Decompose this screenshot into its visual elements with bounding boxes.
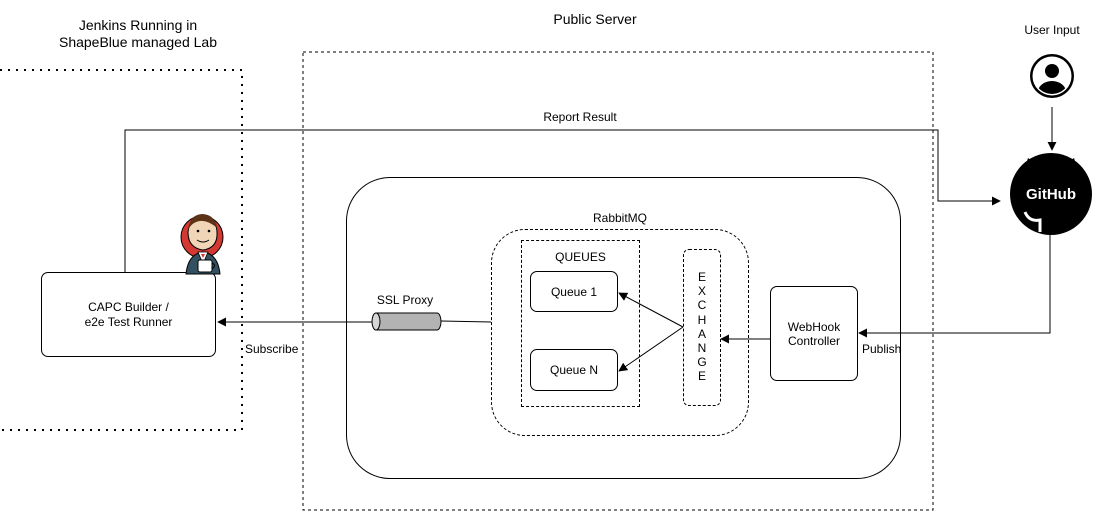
exchange-to-queue1-connector [618, 292, 684, 328]
exchange-letter: E [697, 369, 706, 384]
github-logo-text: GitHub [1026, 186, 1076, 203]
ssl-proxy-cylinder-icon [371, 312, 442, 331]
jenkins-zone-title: Jenkins Running in ShapeBlue managed Lab [58, 17, 218, 50]
public-server-border [302, 51, 934, 511]
exchange-letter: N [697, 341, 707, 356]
report-result-connector [124, 129, 1001, 272]
ssl-proxy-label: SSL Proxy [376, 293, 434, 307]
public-server-title: Public Server [553, 11, 637, 27]
queues-label: QUEUES [555, 250, 606, 264]
builder-label-line1: CAPC Builder / [88, 299, 169, 314]
exchange-letter: H [697, 312, 707, 327]
queue-n-box: Queue N [530, 349, 618, 391]
webhook-label-line1: WebHook [787, 319, 841, 334]
exchange-to-queuen-connector [618, 326, 684, 372]
exchange-letter: C [697, 298, 707, 313]
rabbitmq-group [491, 229, 749, 436]
exchange-letter: G [697, 355, 707, 370]
service-container [346, 177, 901, 479]
queue-1-box: Queue 1 [530, 271, 618, 312]
exchange-letter: X [697, 284, 706, 299]
github-octocat-icon: GitHub [1010, 153, 1092, 235]
rabbitmq-to-proxy-connector [440, 320, 492, 323]
rabbitmq-label: RabbitMQ [592, 211, 648, 225]
capc-builder-box: CAPC Builder / e2e Test Runner [41, 272, 216, 357]
subscribe-label: Subscribe [245, 342, 299, 356]
queues-group [521, 240, 640, 407]
report-result-label: Report Result [543, 110, 617, 124]
webhook-controller-box: WebHook Controller [770, 286, 858, 381]
user-input-label: User Input [1024, 23, 1080, 37]
builder-label-line2: e2e Test Runner [84, 314, 173, 329]
webhook-label-line2: Controller [787, 333, 841, 348]
queue-n-label: Queue N [549, 363, 599, 377]
queue-1-label: Queue 1 [550, 284, 598, 299]
user-avatar-icon [1030, 54, 1074, 98]
exchange-letter: E [697, 270, 706, 284]
github-to-webhook-connector [858, 234, 1051, 338]
publish-label: Publish [862, 342, 902, 356]
exchange-letter: A [697, 326, 706, 341]
jenkins-butler-icon [180, 214, 224, 275]
jenkins-zone-border [0, 69, 243, 431]
exchange-box [683, 249, 721, 406]
